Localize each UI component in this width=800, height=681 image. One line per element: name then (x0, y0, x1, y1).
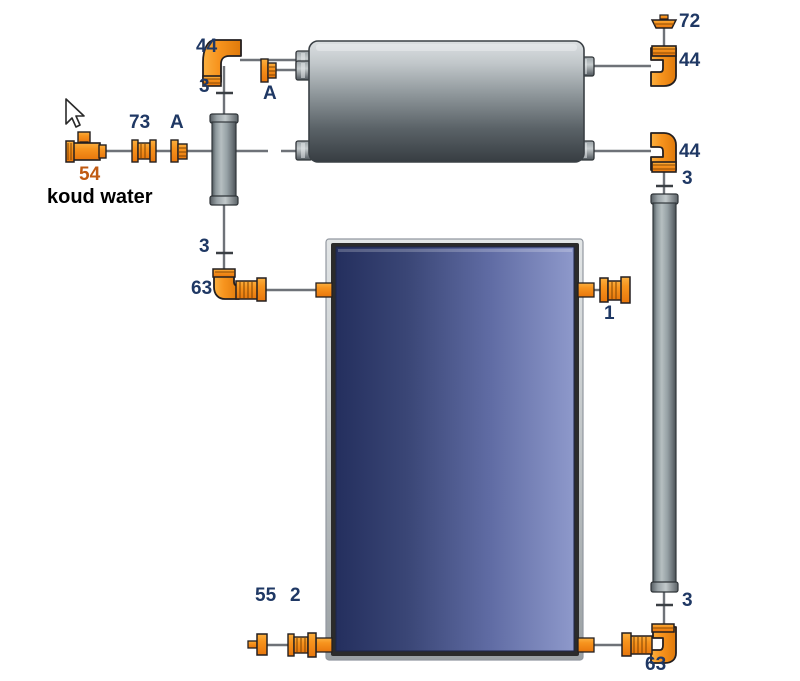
collector-absorber (335, 246, 575, 652)
pipe-left-body (211, 121, 237, 199)
valve-54[interactable] (65, 131, 107, 163)
lbl-54: 54 (79, 164, 101, 185)
coupling-73-flange-left (131, 139, 139, 163)
lbl-A-left: A (170, 112, 184, 133)
elbow-63-l-socket (212, 268, 236, 278)
elbow-44-tr-socket (651, 45, 677, 57)
tank-body (308, 40, 585, 163)
lbl-44-mid-right: 44 (679, 141, 701, 162)
coupling-2-flange-left (287, 633, 295, 657)
elbow-63-l-endflange (256, 277, 267, 302)
pipe-right-collar-bottom (650, 581, 679, 593)
collector-inlet-nozzle-top-left (315, 282, 333, 298)
elbow-44-tr-body (650, 47, 677, 87)
elbow-fitting-44-top-left[interactable] (202, 39, 242, 87)
elbow-44-tl-socket (202, 75, 222, 87)
horizontal-storage-tank[interactable] (295, 40, 595, 163)
coupling-A-left-flange (170, 139, 179, 163)
lbl-73: 73 (129, 112, 150, 133)
tank-highlight (316, 44, 577, 51)
coupling-A-top[interactable] (260, 58, 277, 83)
valve-54-outlet (98, 144, 107, 159)
coupling-1[interactable] (599, 276, 631, 304)
tank-port-left-lower (295, 140, 313, 161)
lbl-2: 2 (290, 585, 301, 606)
elbow-fitting-44-top-right[interactable] (650, 45, 677, 87)
vertical-pipe-right[interactable] (650, 193, 679, 593)
lbl-1: 1 (604, 303, 615, 324)
pipe-right-body (652, 202, 677, 585)
vent-cap-72[interactable] (650, 14, 678, 29)
coupling-A-top-flange (260, 58, 269, 83)
lbl-3-right-lower: 3 (682, 590, 693, 611)
coupling-1-body (607, 280, 623, 301)
lbl-63-left: 63 (191, 278, 212, 299)
elbow-fitting-44-mid-right[interactable] (650, 132, 677, 173)
solar-collector-panel[interactable] (315, 238, 595, 661)
lbl-3-right-upper: 3 (682, 168, 693, 189)
coupling-73-body (137, 142, 151, 160)
collector-nozzle-bottom-right (577, 637, 595, 653)
coupling-A-left[interactable] (170, 139, 188, 163)
coupling-55[interactable] (247, 633, 268, 656)
coupling-73[interactable] (131, 139, 157, 163)
mouse-pointer-arrow (65, 98, 85, 128)
mouse-pointer (65, 98, 85, 128)
lbl-55: 55 (255, 585, 277, 606)
elbow-44-tl-body (202, 39, 242, 83)
lbl-63-right: 63 (645, 654, 666, 675)
lbl-3-left-lower: 3 (199, 236, 210, 257)
coupling-1-flange-right (620, 276, 631, 304)
coupling-2[interactable] (287, 632, 317, 658)
pipe-left-collar-bottom (209, 195, 239, 206)
coupling-73-flange-right (149, 139, 157, 163)
union-ticks (216, 91, 673, 607)
lbl-44-top-right: 44 (679, 50, 701, 71)
cap-72-knob (659, 14, 669, 20)
elbow-fitting-63-right[interactable] (621, 623, 677, 664)
lbl-72: 72 (679, 11, 700, 32)
elbow-63-l-thread (235, 280, 259, 300)
collector-glass-highlight (338, 249, 572, 252)
valve-54-inlet-flange (65, 140, 75, 163)
coupling-2-flange-right (307, 632, 317, 658)
collector-outlet-nozzle-top-right (577, 282, 595, 298)
lbl-44-top-left: 44 (196, 36, 218, 57)
elbow-63-r-thread (629, 635, 653, 655)
coupling-1-flange-left (599, 277, 609, 303)
elbow-fitting-63-left[interactable] (212, 268, 267, 302)
collector-nozzle-bottom-left (315, 637, 333, 653)
lbl-A-top: A (263, 83, 277, 104)
elbow-44-mr-body (650, 132, 677, 171)
elbow-63-r-endflange (621, 632, 632, 657)
vertical-pipe-left[interactable] (209, 113, 239, 206)
elbow-44-mr-socket (651, 161, 677, 173)
lbl-koud-water: koud water (47, 186, 153, 208)
coupling-55-nipple (247, 640, 258, 649)
coupling-55-body (256, 633, 268, 656)
lbl-3-top-left: 3 (199, 76, 210, 97)
